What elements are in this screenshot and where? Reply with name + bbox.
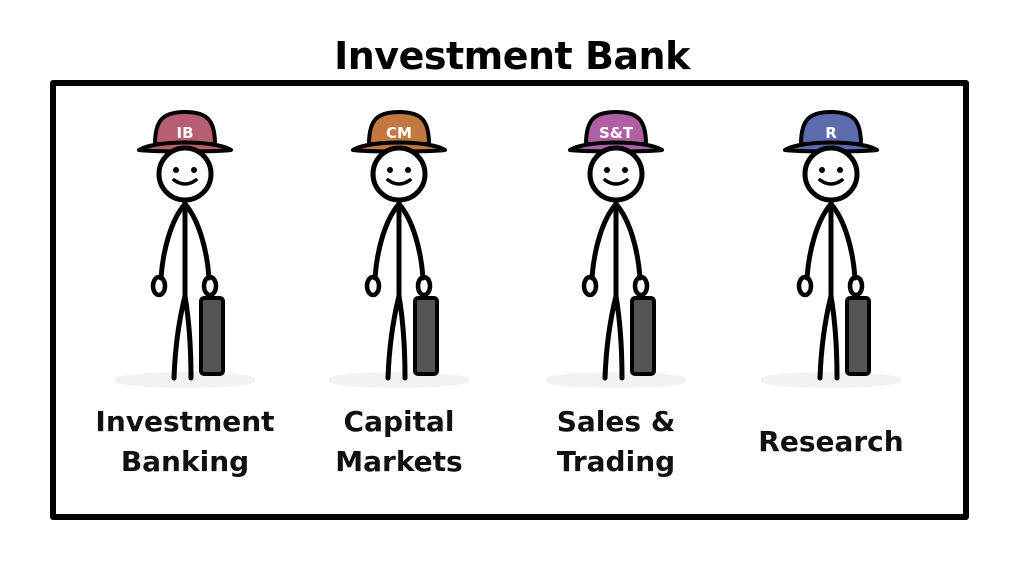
label-line-1: Capital (343, 405, 455, 438)
label-line-2: Banking (120, 445, 250, 478)
hat-icon (584, 110, 648, 146)
investment-bank-frame (50, 80, 969, 520)
stick-figure-icon: R (761, 110, 901, 388)
briefcase-icon (630, 296, 656, 376)
figure-investment-banking: IB (115, 100, 255, 390)
briefcase-icon (845, 296, 871, 376)
svg-text:S&T: S&T (599, 124, 634, 142)
briefcase-icon (199, 296, 225, 376)
stick-figure-icon: S&T (546, 110, 686, 388)
label-capital-markets: Capital Markets (289, 400, 509, 484)
label-line-1: Investment (95, 405, 275, 438)
figure-research: R (761, 100, 901, 390)
label-line-2: Trading (556, 445, 676, 478)
hat-icon (367, 110, 431, 146)
figure-sales-trading: S&T (546, 100, 686, 390)
svg-text:CM: CM (386, 124, 412, 142)
svg-text:IB: IB (176, 124, 193, 142)
label-sales-trading: Sales & Trading (506, 400, 726, 484)
label-research: Research (721, 400, 941, 484)
figure-capital-markets: CM (329, 100, 469, 390)
label-line-1: Sales & (556, 405, 676, 438)
label-line-2: Markets (335, 445, 463, 478)
hat-icon (799, 110, 863, 146)
label-line-1: Research (758, 425, 904, 458)
stick-figure-icon: IB (115, 110, 255, 388)
stick-figure-icon: CM (329, 110, 469, 388)
diagram-title: Investment Bank (334, 34, 690, 78)
svg-text:R: R (825, 124, 837, 142)
briefcase-icon (413, 296, 439, 376)
hat-icon (153, 110, 217, 146)
label-investment-banking: Investment Banking (75, 400, 295, 484)
